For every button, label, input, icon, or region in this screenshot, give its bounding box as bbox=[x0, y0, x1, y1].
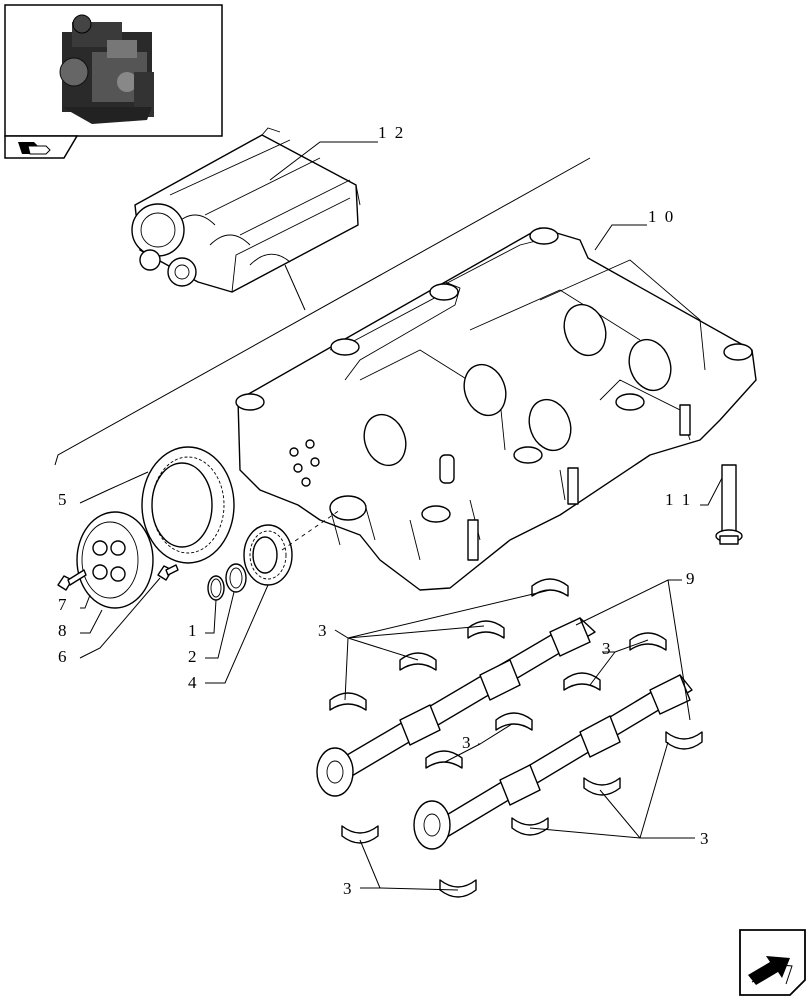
ring-drawing bbox=[225, 563, 247, 593]
leader-lines bbox=[79, 141, 723, 891]
callout-8: 8 bbox=[58, 621, 69, 640]
callout-1: 1 bbox=[188, 621, 199, 640]
camshaft-carrier-drawing bbox=[235, 227, 757, 591]
callout-10: 1 0 bbox=[648, 207, 675, 226]
bolt-6-drawing bbox=[157, 564, 179, 581]
callout-3-middle: 3 bbox=[462, 733, 473, 752]
book-arrow-icon[interactable] bbox=[4, 135, 79, 159]
small-gear-drawing bbox=[243, 524, 293, 586]
callout-12: 1 2 bbox=[378, 123, 405, 142]
next-page-arrow-icon[interactable] bbox=[739, 929, 806, 996]
camshaft-1-drawing bbox=[316, 617, 596, 797]
callout-3-top: 3 bbox=[318, 621, 329, 640]
large-gear-drawing bbox=[141, 446, 235, 564]
assembled-module-drawing bbox=[131, 127, 361, 293]
callout-3-lower-right: 3 bbox=[700, 829, 711, 848]
separator-line bbox=[54, 157, 591, 466]
bolt-11-drawing bbox=[715, 464, 743, 545]
bolt-7-drawing bbox=[57, 569, 87, 591]
separator-leader bbox=[284, 264, 306, 311]
snap-ring-drawing bbox=[207, 575, 225, 601]
callout-9: 9 bbox=[686, 569, 697, 588]
callout-2: 2 bbox=[188, 647, 199, 666]
callout-6: 6 bbox=[58, 647, 69, 666]
engine-thumbnail-icon[interactable] bbox=[4, 4, 223, 137]
callout-11: 1 1 bbox=[665, 490, 692, 509]
callout-5: 5 bbox=[58, 490, 69, 509]
hub-drawing bbox=[76, 511, 154, 609]
callout-7: 7 bbox=[58, 595, 69, 614]
callout-3-bottom: 3 bbox=[343, 879, 354, 898]
callout-4: 4 bbox=[188, 673, 199, 692]
callout-3-right: 3 bbox=[602, 639, 613, 658]
camshaft-2-drawing bbox=[413, 674, 693, 850]
